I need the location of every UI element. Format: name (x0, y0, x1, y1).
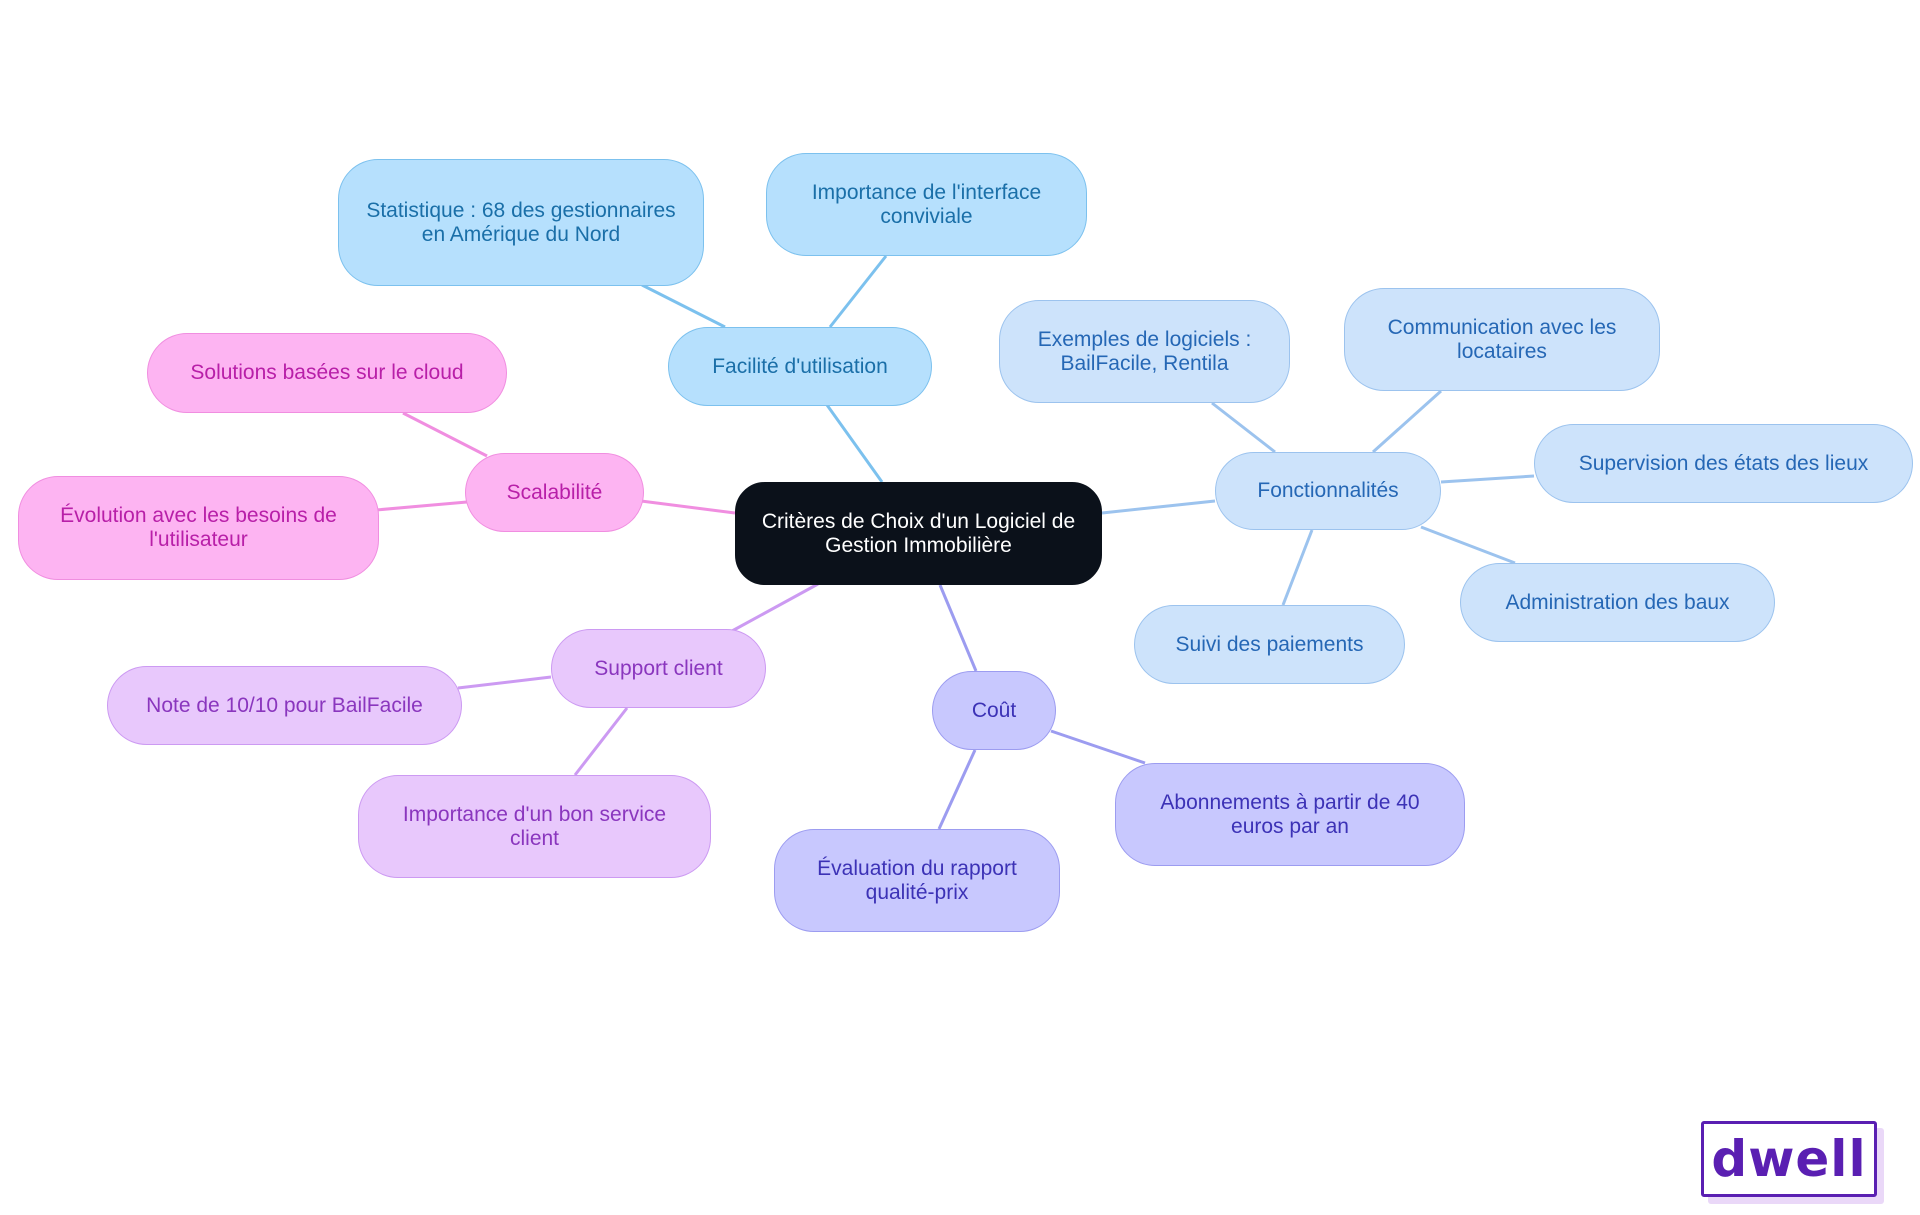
leaf-interface-conviviale: Importance de l'interface conviviale (766, 153, 1087, 256)
leaf-solutions-cloud: Solutions basées sur le cloud (147, 333, 507, 413)
link-fonct-supervision (1440, 474, 1535, 484)
link-support-note (457, 675, 552, 690)
root-node: Critères de Choix d'un Logiciel de Gesti… (735, 482, 1102, 585)
leaf-exemples-logiciels: Exemples de logiciels : BailFacile, Rent… (999, 300, 1290, 403)
link-fonct-exemples (1211, 401, 1276, 454)
leaf-abonnements: Abonnements à partir de 40 euros par an (1115, 763, 1465, 866)
leaf-statistique: Statistique : 68 des gestionnaires en Am… (338, 159, 704, 286)
link-cout-evaluation (937, 749, 977, 830)
leaf-evolution-besoins: Évolution avec les besoins de l'utilisat… (18, 476, 379, 580)
branch-support-client: Support client (551, 629, 766, 708)
link-fonct-baux (1420, 525, 1516, 565)
leaf-evaluation-rapport: Évaluation du rapport qualité-prix (774, 829, 1060, 932)
link-root-scalabilite (640, 499, 736, 515)
branch-scalabilite: Scalabilité (465, 453, 644, 532)
leaf-supervision-etats: Supervision des états des lieux (1534, 424, 1913, 503)
link-scalabilite-cloud (402, 411, 488, 458)
link-root-fonctionnalites (1101, 499, 1216, 515)
leaf-communication-locataires: Communication avec les locataires (1344, 288, 1660, 391)
link-root-support (731, 582, 819, 633)
link-facilite-interface (828, 255, 888, 328)
link-cout-abonnements (1050, 729, 1146, 765)
branch-facilite-utilisation: Facilité d'utilisation (668, 327, 932, 406)
branch-fonctionnalites: Fonctionnalités (1215, 452, 1441, 530)
link-root-cout (938, 584, 978, 672)
branch-cout: Coût (932, 671, 1056, 750)
link-fonct-communication (1371, 389, 1443, 454)
link-support-service (573, 707, 629, 776)
leaf-suivi-paiements: Suivi des paiements (1134, 605, 1405, 684)
leaf-note-bailfacile: Note de 10/10 pour BailFacile (107, 666, 462, 745)
link-scalabilite-evolution (375, 500, 468, 512)
leaf-service-client: Importance d'un bon service client (358, 775, 711, 878)
link-fonct-paiements (1281, 529, 1314, 606)
link-facilite-statistique (641, 283, 726, 329)
leaf-administration-baux: Administration des baux (1460, 563, 1775, 642)
dwell-logo: dwell (1701, 1121, 1877, 1197)
link-root-facilite (825, 404, 884, 483)
